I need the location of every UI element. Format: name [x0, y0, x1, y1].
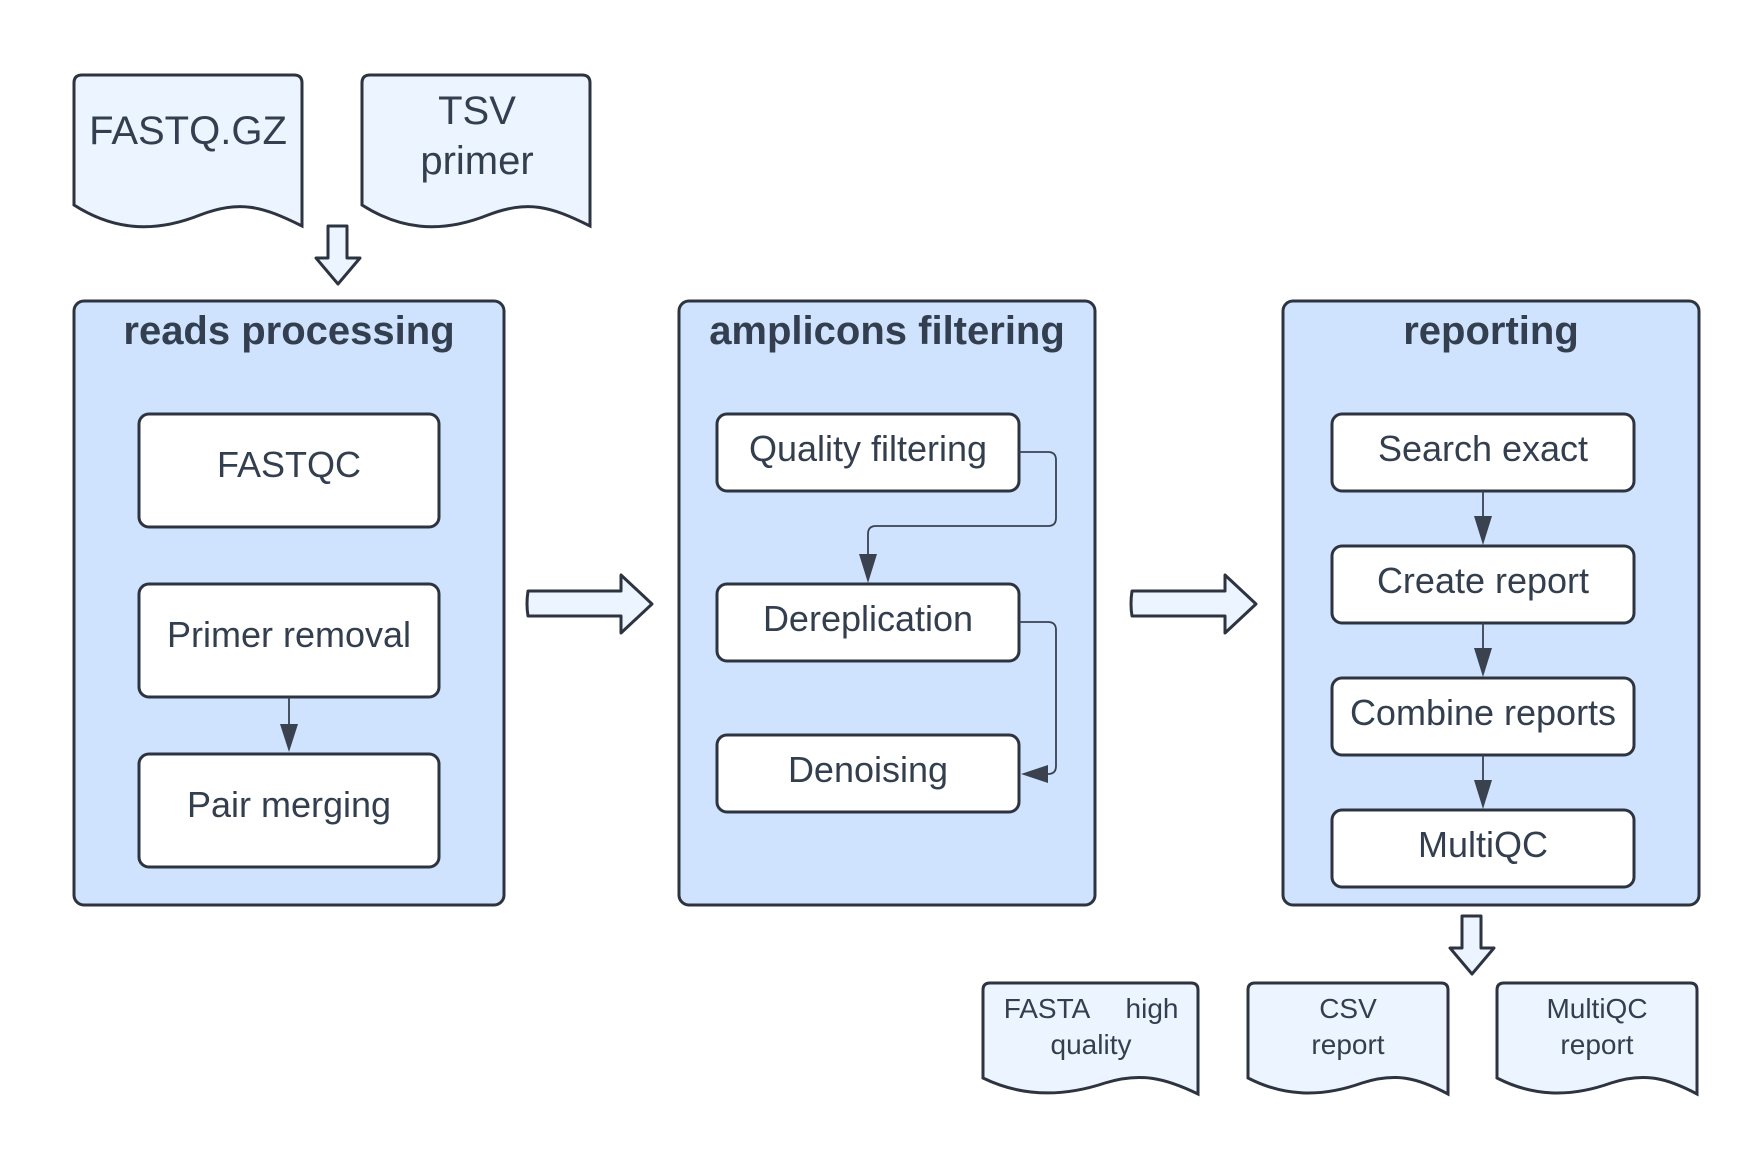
fasta-output-document: FASTA high quality	[981, 981, 1200, 1097]
arrowhead-create-to-combine	[1474, 648, 1492, 677]
csv-report-output-document: CSV report	[1246, 981, 1450, 1097]
reporting-title: reporting	[1403, 309, 1579, 353]
multiqc-report-output-document: MultiQC report	[1495, 981, 1699, 1097]
amplicons-filtering-title: amplicons filtering	[709, 309, 1065, 353]
connector-dereplication-to-denoising	[1019, 621, 1057, 775]
svg-text:Create report: Create report	[1377, 560, 1589, 601]
step-primer-removal: Primer removal	[137, 582, 441, 699]
fasta-label: FASTA	[1004, 993, 1091, 1024]
step-multiqc: MultiQC	[1330, 808, 1636, 889]
reads-processing-panel: reads processing FASTQC Primer removal P…	[72, 299, 506, 907]
connector-quality-to-dereplication	[867, 451, 1057, 556]
svg-text:Primer removal: Primer removal	[167, 614, 411, 655]
step-fastqc: FASTQC	[137, 412, 441, 529]
primer-label: primer	[420, 139, 533, 183]
svg-text:Denoising: Denoising	[788, 749, 948, 790]
arrowhead-primer-to-merging	[280, 724, 298, 752]
fastq-input-document: FASTQ.GZ	[72, 73, 304, 229]
step-quality-filtering: Quality filtering	[715, 412, 1021, 493]
multiqc-report-label: report	[1560, 1029, 1633, 1060]
output-down-arrow	[1448, 914, 1496, 976]
reads-processing-title: reads processing	[123, 309, 454, 353]
svg-text:Pair merging: Pair merging	[187, 784, 391, 825]
multiqc-label: MultiQC	[1546, 993, 1647, 1024]
svg-text:MultiQC: MultiQC	[1418, 824, 1548, 865]
tsv-primer-input-document: TSV primer	[360, 73, 592, 229]
amplicons-filtering-panel: amplicons filtering Quality filtering De…	[677, 299, 1097, 907]
arrowhead-search-to-create	[1474, 516, 1492, 545]
step-dereplication: Dereplication	[715, 582, 1021, 663]
input-down-arrow	[314, 224, 362, 286]
svg-text:Search exact: Search exact	[1378, 428, 1588, 469]
flow-arrow-1	[525, 573, 654, 635]
svg-text:Dereplication: Dereplication	[763, 598, 973, 639]
high-label: high	[1126, 993, 1179, 1024]
fastq-label: FASTQ.GZ	[89, 109, 287, 153]
svg-text:FASTQC: FASTQC	[217, 444, 361, 485]
reporting-panel: reporting Search exact Create report Com…	[1281, 299, 1701, 907]
svg-text:Combine reports: Combine reports	[1350, 692, 1616, 733]
csv-report-label: report	[1311, 1029, 1384, 1060]
step-search-exact: Search exact	[1330, 412, 1636, 493]
arrowhead-quality-to-dereplication	[859, 554, 877, 583]
svg-text:Quality filtering: Quality filtering	[749, 428, 987, 469]
tsv-label: TSV	[438, 89, 516, 133]
step-combine-reports: Combine reports	[1330, 676, 1636, 757]
quality-label: quality	[1051, 1029, 1132, 1060]
arrowhead-combine-to-multiqc	[1474, 780, 1492, 809]
step-denoising: Denoising	[715, 733, 1021, 814]
step-create-report: Create report	[1330, 544, 1636, 625]
arrowhead-dereplication-to-denoising	[1021, 765, 1048, 783]
flow-arrow-2	[1129, 573, 1258, 635]
step-pair-merging: Pair merging	[137, 752, 441, 869]
csv-label: CSV	[1319, 993, 1377, 1024]
